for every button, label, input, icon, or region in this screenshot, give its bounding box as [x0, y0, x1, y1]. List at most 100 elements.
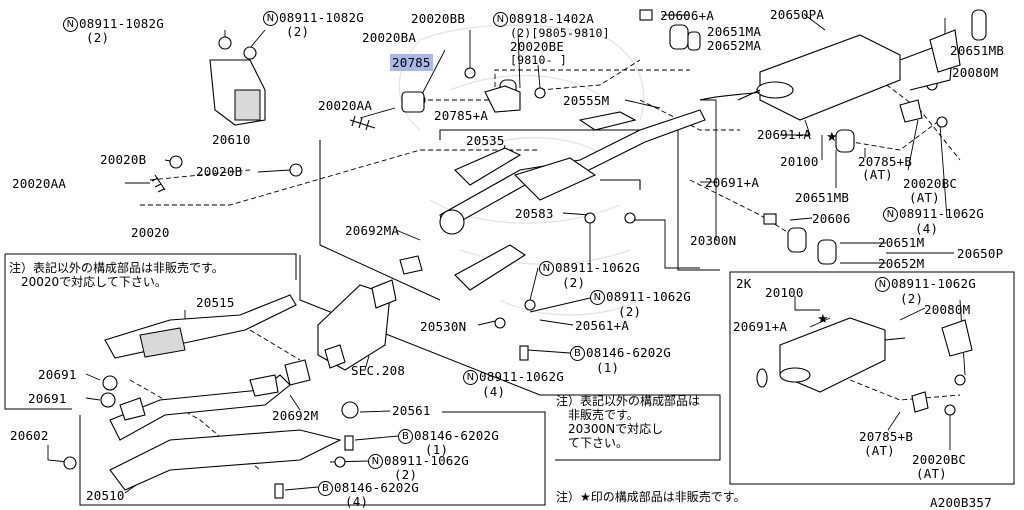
circle-n-symbol: N	[263, 11, 278, 26]
part-number: 08911-1082G	[279, 10, 364, 25]
label-20080M-top[interactable]: 20080M	[952, 65, 999, 80]
part-number: 08918-1402A	[509, 11, 594, 26]
center-pipe	[399, 109, 706, 291]
label-20691A-2k[interactable]: 20691+A	[733, 319, 788, 334]
circle-n-symbol: N	[493, 12, 508, 27]
quantity-label: (1)	[596, 360, 620, 375]
label-20652MA[interactable]: 20652MA	[707, 38, 762, 53]
label-08918-1402A-note: (2)[9805-9810]	[510, 26, 610, 40]
label-20606A[interactable]: 20606+A	[660, 8, 715, 23]
label-20100-top[interactable]: 20100	[780, 154, 819, 169]
label-20020BC-2k-at: (AT)	[916, 466, 947, 481]
part-number: 08911-1062G	[891, 276, 976, 291]
label-20691-b[interactable]: 20691	[28, 391, 67, 406]
note-left: 注）表記以外の構成部品は非販売です。 20020で対応して下さい。	[9, 261, 224, 289]
label-20785B-top-at: (AT)	[862, 167, 893, 182]
circle-n-symbol: N	[883, 207, 898, 222]
label-20020BB[interactable]: 20020BB	[411, 11, 466, 26]
circle-n-symbol: N	[590, 290, 605, 305]
label-20785B-2k[interactable]: 20785+B	[859, 429, 914, 444]
circle-n-symbol: N	[368, 454, 383, 469]
quantity-label: (2)	[562, 275, 586, 290]
svg-text:★: ★	[817, 312, 829, 327]
label-20606[interactable]: 20606	[812, 211, 851, 226]
circle-n-symbol: N	[63, 17, 78, 32]
label-20651MB-top[interactable]: 20651MB	[950, 43, 1005, 58]
label-20692M[interactable]: 20692M	[272, 408, 319, 423]
label-20785B-top[interactable]: 20785+B	[858, 154, 913, 169]
label-20555M[interactable]: 20555M	[563, 93, 610, 108]
label-20602[interactable]: 20602	[10, 428, 49, 443]
label-20020[interactable]: 20020	[131, 225, 170, 240]
label-20583[interactable]: 20583	[515, 206, 554, 221]
label-20651MA[interactable]: 20651MA	[707, 24, 762, 39]
part-number: 08911-1082G	[79, 16, 164, 31]
quantity-label: (2)	[900, 291, 924, 306]
circle-n-symbol: N	[539, 261, 554, 276]
label-20300N[interactable]: 20300N	[690, 233, 737, 248]
label-20692MA[interactable]: 20692MA	[345, 223, 400, 238]
label-20691A-top[interactable]: 20691+A	[757, 127, 812, 142]
label-20510[interactable]: 20510	[86, 488, 125, 503]
label-20080M-2k[interactable]: 20080M	[924, 302, 971, 317]
circle-b-symbol: B	[570, 346, 585, 361]
label-20020BC-top[interactable]: 20020BC	[903, 176, 958, 191]
circle-b-symbol: B	[318, 481, 333, 496]
label-20785B-2k-at: (AT)	[864, 443, 895, 458]
label-20020B-mid[interactable]: 20020B	[196, 164, 243, 179]
label-20610[interactable]: 20610	[212, 132, 251, 147]
label-20785A[interactable]: 20785+A	[434, 108, 489, 123]
label-20020BC-2k[interactable]: 20020BC	[912, 452, 967, 467]
note-bottom: 注）★印の構成部品は非販売です。	[556, 490, 746, 504]
label-20785[interactable]: 20785	[390, 54, 433, 71]
label-20561A[interactable]: 20561+A	[575, 318, 630, 333]
label-20650PA[interactable]: 20650PA	[770, 7, 825, 22]
label-20535[interactable]: 20535	[466, 133, 505, 148]
label-20515[interactable]: 20515	[196, 295, 235, 310]
diagram-id: A200B357	[930, 495, 992, 510]
label-20561[interactable]: 20561	[392, 403, 431, 418]
label-20020BC-top-at: (AT)	[909, 190, 940, 205]
label-20020AA-top[interactable]: 20020AA	[318, 98, 373, 113]
quantity-label: (4)	[482, 384, 506, 399]
circle-n-symbol: N	[875, 277, 890, 292]
label-SEC208[interactable]: SEC.208	[351, 363, 406, 378]
part-number: 08911-1062G	[384, 453, 469, 468]
front-pipe	[104, 294, 342, 491]
catalytic-converter	[317, 279, 397, 371]
label-20530N[interactable]: 20530N	[420, 319, 467, 334]
label-20020BE-note: [9810- ]	[510, 53, 567, 67]
label-20691-a[interactable]: 20691	[38, 367, 77, 382]
quantity-label: (4)	[915, 221, 939, 236]
label-20652M[interactable]: 20652M	[878, 256, 925, 271]
part-number: 08146-6202G	[414, 428, 499, 443]
label-20691A-mid[interactable]: 20691+A	[705, 175, 760, 190]
quantity-label: (2)	[86, 30, 110, 45]
quantity-label: (2)	[394, 467, 418, 482]
label-20020AA-left[interactable]: 20020AA	[12, 176, 67, 191]
label-20651MB-mid[interactable]: 20651MB	[795, 190, 850, 205]
label-20020BA[interactable]: 20020BA	[362, 30, 417, 45]
svg-text:★: ★	[826, 130, 838, 145]
hangers	[209, 9, 987, 413]
label-20651M[interactable]: 20651M	[878, 235, 925, 250]
label-20020BE[interactable]: 20020BE	[510, 39, 565, 54]
part-number: 08146-6202G	[334, 480, 419, 495]
quantity-label: (1)	[425, 442, 449, 457]
label-20100-2k[interactable]: 20100	[765, 285, 804, 300]
main-muffler	[699, 29, 961, 121]
label-20020B-left[interactable]: 20020B	[100, 152, 147, 167]
label-20650P[interactable]: 20650P	[957, 246, 1004, 261]
